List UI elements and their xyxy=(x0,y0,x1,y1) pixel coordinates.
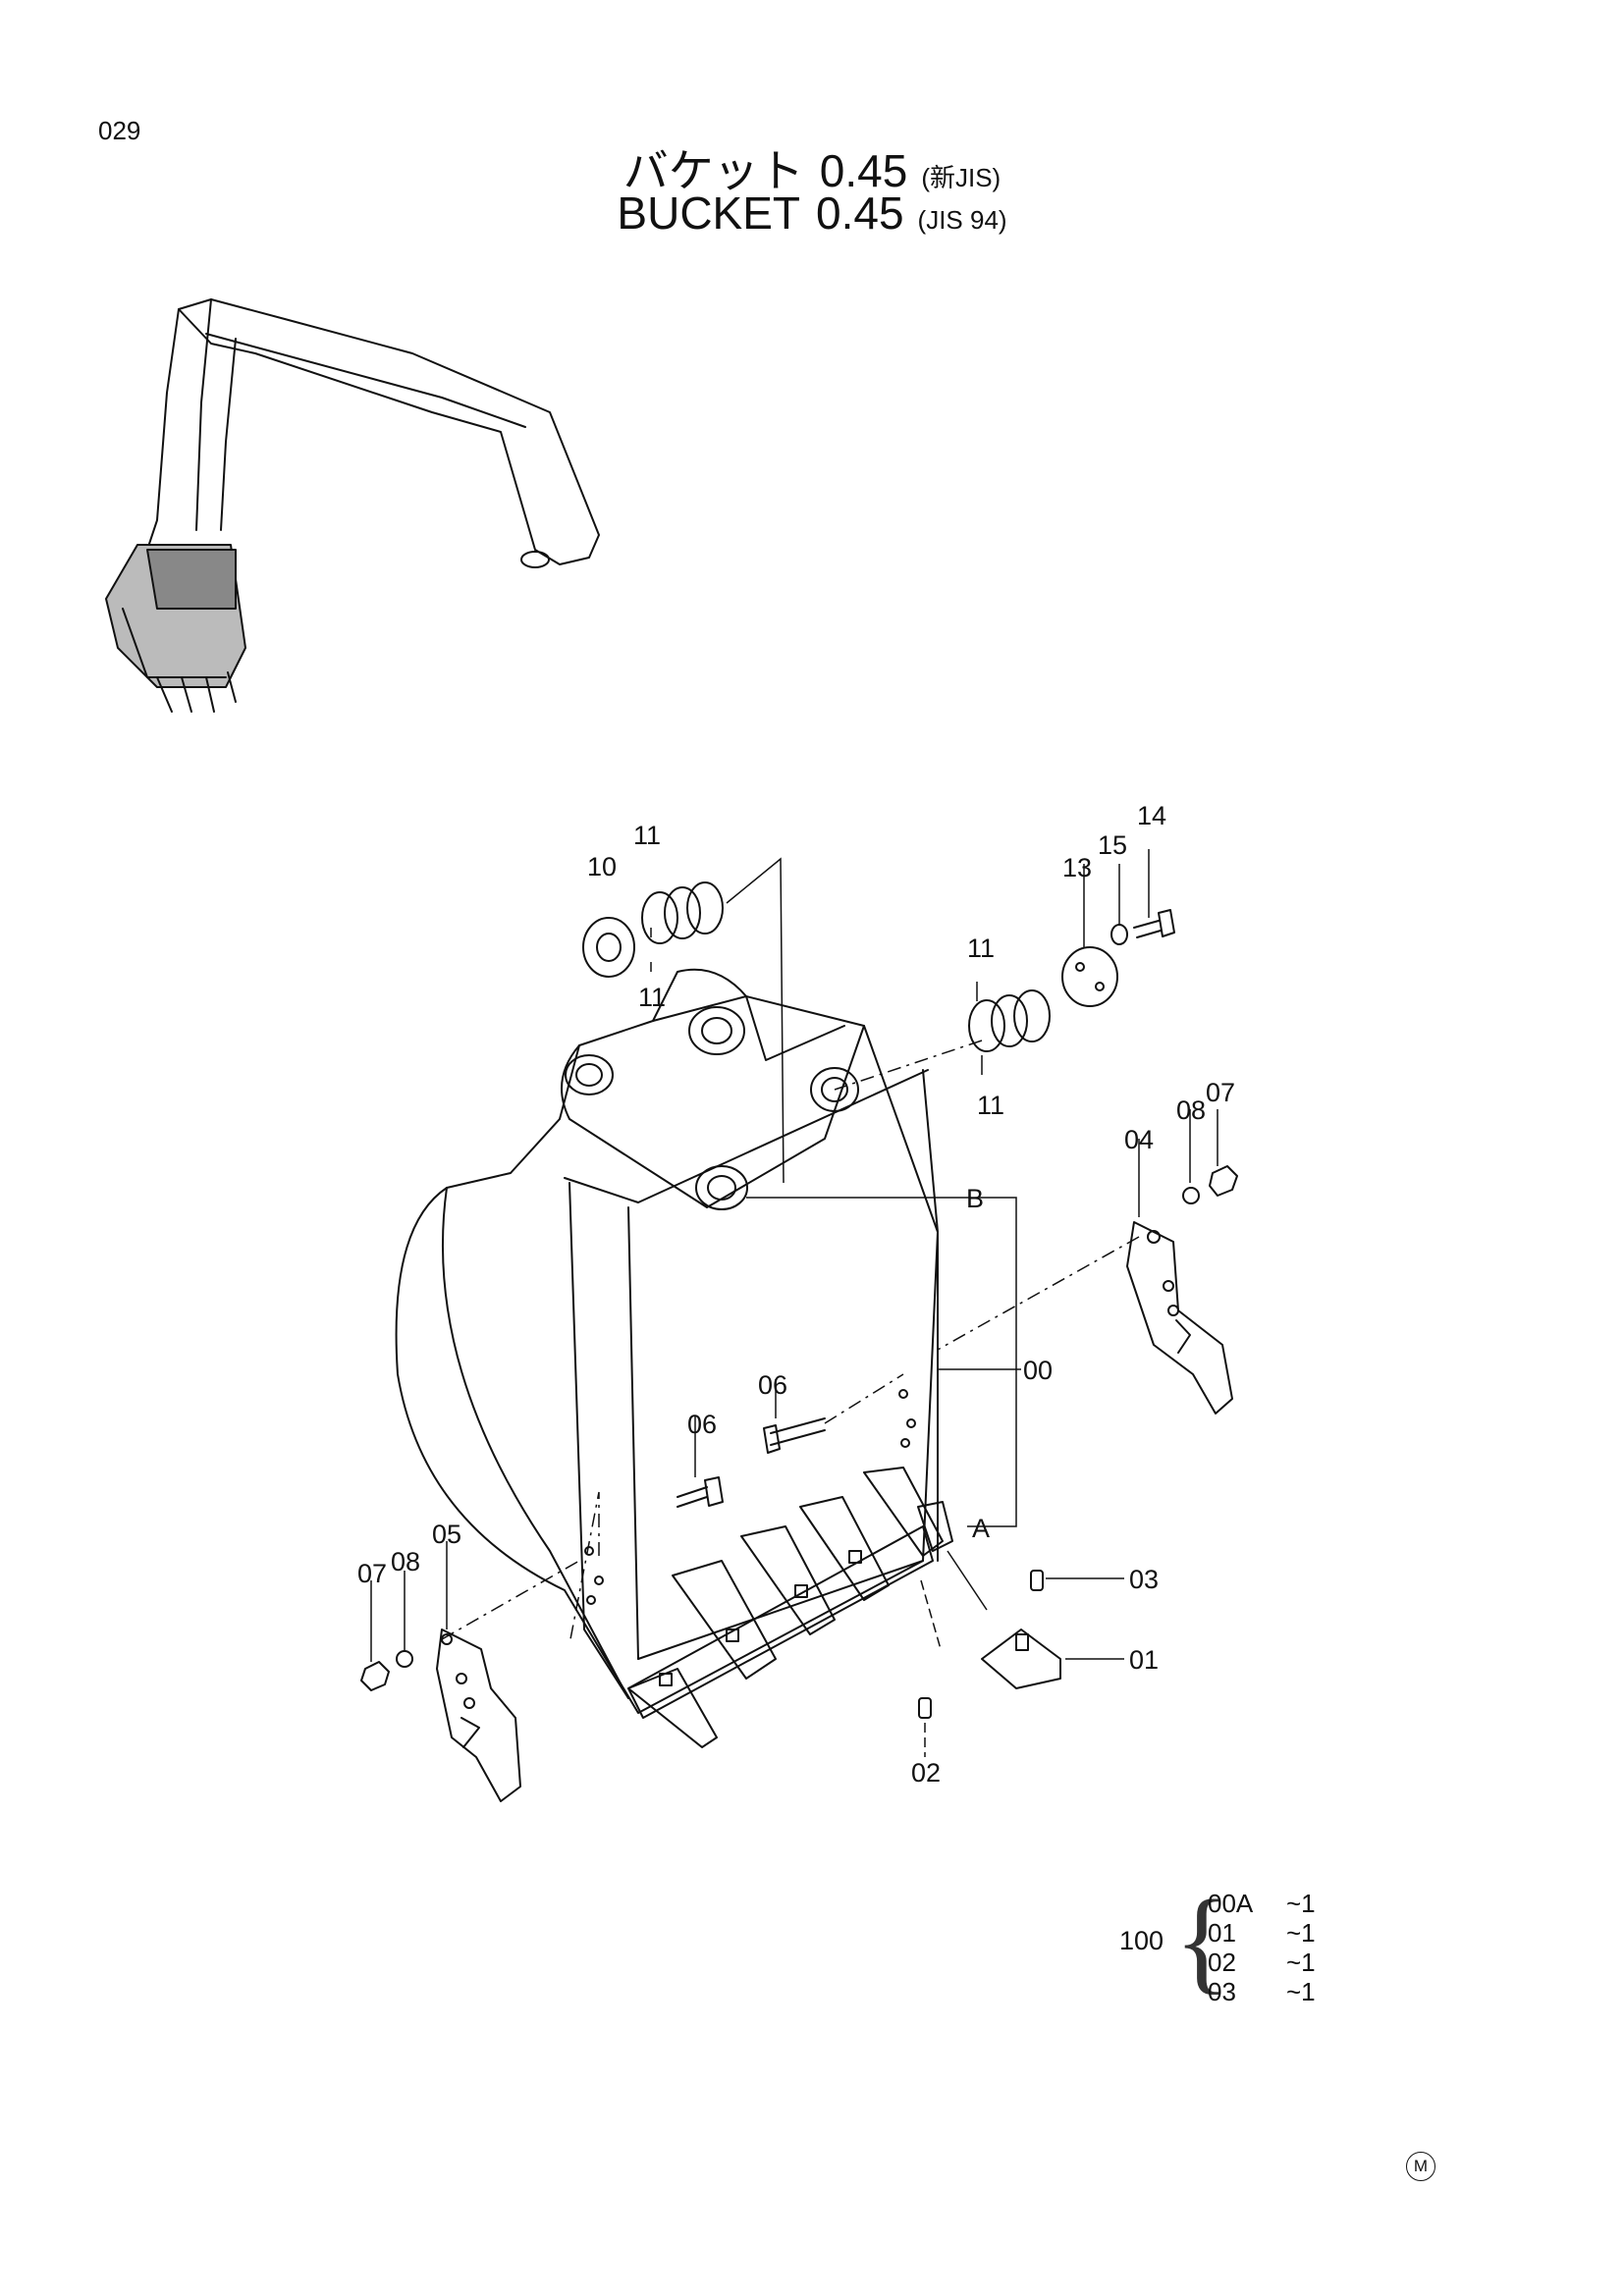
callout-08-right: 08 xyxy=(1176,1095,1206,1125)
kit-rows: 00A~1 01~1 02~1 03~1 xyxy=(1208,1889,1316,2006)
callout-03: 03 xyxy=(1129,1565,1159,1594)
callout-B: B xyxy=(966,1184,984,1213)
shims-11-right xyxy=(968,989,1051,1052)
nut-07-left xyxy=(360,1661,390,1691)
bolt-06-right xyxy=(763,1417,826,1454)
manufacturer-mark: M xyxy=(1406,2152,1435,2181)
callout-02: 02 xyxy=(911,1758,941,1788)
kit-row: 03~1 xyxy=(1208,1977,1316,2006)
callout-11-lower-right: 11 xyxy=(977,1091,1004,1120)
callout-11-lower-left: 11 xyxy=(638,983,666,1012)
side-cutter-05 xyxy=(436,1629,521,1802)
bucket-teeth xyxy=(627,1467,953,1748)
kit-row: 00A~1 xyxy=(1208,1889,1316,1918)
kit-row: 02~1 xyxy=(1208,1948,1316,1977)
callout-15: 15 xyxy=(1098,830,1127,860)
pin-03 xyxy=(1030,1570,1044,1591)
callout-04: 04 xyxy=(1124,1125,1154,1154)
pin-02 xyxy=(918,1697,932,1719)
seal-10 xyxy=(582,917,635,978)
callout-06-lower: 06 xyxy=(687,1410,717,1439)
bolt-06-left xyxy=(677,1476,724,1508)
title-jp-text: バケット xyxy=(623,145,804,196)
callout-07-right: 07 xyxy=(1206,1078,1235,1107)
washer-08-right xyxy=(1182,1187,1200,1204)
nut-07-right xyxy=(1209,1165,1238,1197)
callout-labels: 10 11 11 11 11 13 14 15 04 07 08 B 00 A … xyxy=(357,801,1235,1788)
callout-08-left: 08 xyxy=(391,1547,420,1576)
washer-08-left xyxy=(396,1650,413,1668)
callout-13: 13 xyxy=(1062,853,1092,882)
callout-01: 01 xyxy=(1129,1645,1159,1675)
callout-10: 10 xyxy=(587,852,617,881)
kit-row: 01~1 xyxy=(1208,1918,1316,1948)
bucket-body xyxy=(395,968,939,1719)
plate-13 xyxy=(1061,946,1118,1007)
title-english: BUCKET 0.45 (JIS 94) xyxy=(0,187,1624,240)
washer-15 xyxy=(1110,924,1128,945)
callout-11-top: 11 xyxy=(633,821,661,850)
callout-11-upper-right: 11 xyxy=(967,934,995,963)
title-jp-sub: (新JIS) xyxy=(921,163,1001,192)
title-japanese: バケット 0.45 (新JIS) xyxy=(0,135,1624,200)
kit-brace: { xyxy=(1174,1876,1230,2004)
callout-00: 00 xyxy=(1023,1356,1053,1385)
title-en-sub: (JIS 94) xyxy=(917,205,1007,235)
callout-07-left: 07 xyxy=(357,1559,387,1588)
kit-parts-list: 100 { 00A~1 01~1 02~1 03~1 xyxy=(1119,1883,1345,2010)
callout-A: A xyxy=(972,1514,990,1543)
callout-05: 05 xyxy=(432,1520,461,1549)
title-jp-value: 0.45 xyxy=(819,145,908,196)
title-en-text: BUCKET xyxy=(617,187,801,239)
title-en-value: 0.45 xyxy=(816,187,904,239)
callout-14: 14 xyxy=(1137,801,1166,830)
kit-number: 100 xyxy=(1119,1926,1164,1955)
arm-inset-illustration xyxy=(105,298,600,713)
leader-lines xyxy=(370,849,1218,1757)
tooth-01 xyxy=(981,1629,1061,1689)
callout-06-upper: 06 xyxy=(758,1370,787,1400)
bolt-14 xyxy=(1133,909,1175,938)
page-number: 029 xyxy=(98,116,141,145)
side-cutter-04 xyxy=(1126,1221,1233,1415)
shims-11-left xyxy=(641,881,724,944)
